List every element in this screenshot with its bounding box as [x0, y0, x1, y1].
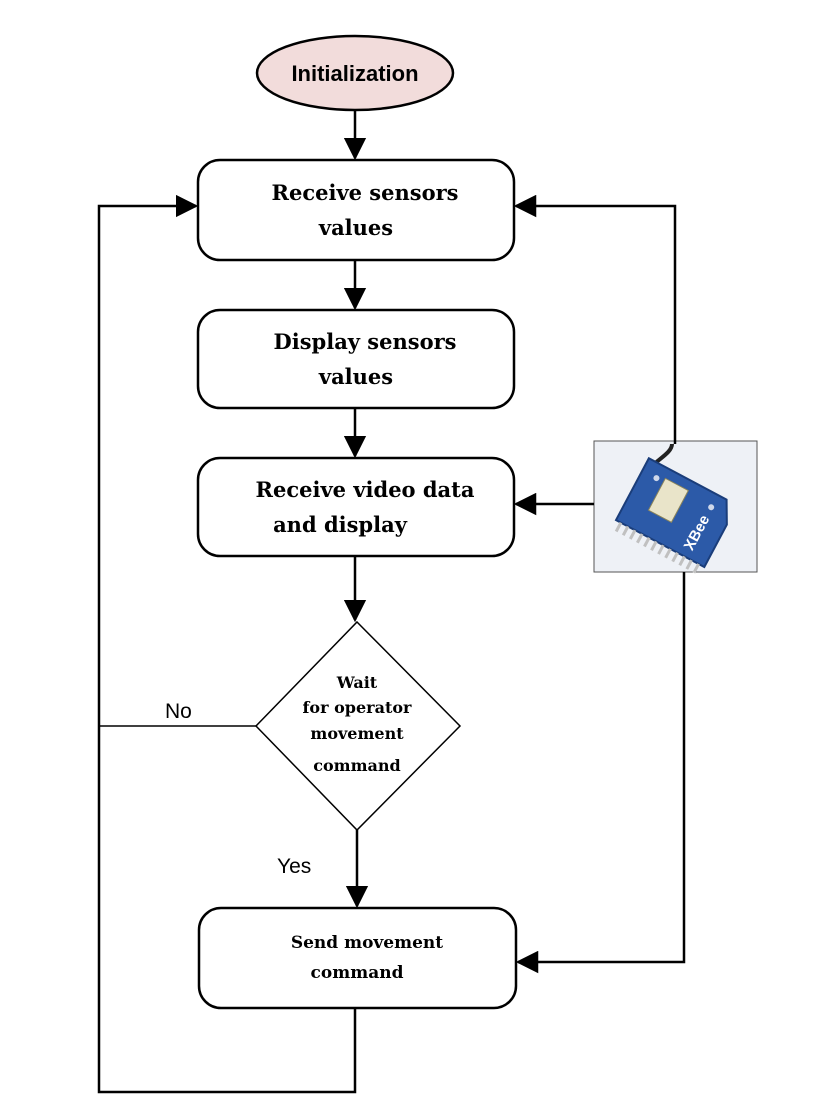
loop-back-line — [97, 194, 357, 1094]
yes-label: Yes — [277, 855, 311, 878]
step-receive-video-line2: and display — [273, 512, 408, 537]
decision-line4: command — [313, 756, 400, 775]
step-display-sensors — [196, 308, 516, 410]
step-receive-sensors-line2: values — [318, 215, 393, 240]
step-receive-video — [196, 456, 516, 558]
module-to-receive-sensors-arrow — [513, 194, 677, 444]
step-receive-sensors-line1: Receive sensors — [272, 180, 459, 205]
step-send-command — [197, 906, 518, 1010]
step-send-command-line2: command — [311, 963, 404, 983]
step-receive-sensors — [196, 158, 516, 262]
xbee-module-icon: XBee — [593, 440, 758, 574]
decision-line1: Wait — [336, 673, 378, 692]
module-to-send-command-arrow — [515, 572, 686, 974]
start-label: Initialization — [291, 61, 418, 86]
step-send-command-line1: Send movement — [291, 933, 443, 953]
step-receive-video-line1: Receive video data — [256, 477, 475, 502]
decision-line2: for operator — [303, 698, 412, 717]
step-display-sensors-line1: Display sensors — [274, 329, 457, 354]
decision-line3: movement — [310, 724, 404, 743]
step-display-sensors-line2: values — [318, 364, 393, 389]
no-label: No — [165, 700, 192, 723]
